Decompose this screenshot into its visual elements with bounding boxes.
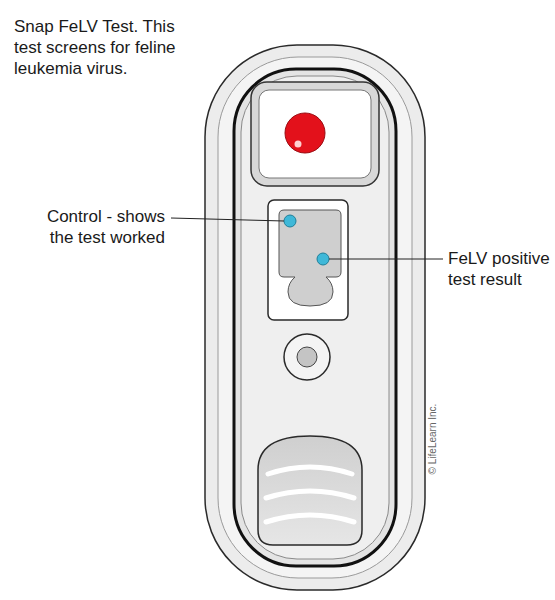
sample-well-frame — [251, 82, 379, 186]
leader-line — [329, 259, 443, 260]
copyright-note: © LifeLearn Inc. — [427, 404, 439, 475]
positive-spot — [317, 253, 329, 265]
grip-area — [258, 436, 362, 545]
activator-button — [297, 347, 317, 367]
activator-ring — [284, 334, 330, 380]
leader-line — [171, 218, 284, 221]
sample-drop — [285, 113, 325, 153]
sample-well — [259, 90, 371, 178]
result-window-frame — [268, 200, 348, 320]
housing-face — [241, 76, 389, 559]
callout-label: Control - shows the test worked — [22, 206, 165, 248]
control-spot — [284, 215, 296, 227]
grip-ridge — [268, 467, 352, 474]
housing-rim — [218, 57, 412, 578]
drop-highlight — [295, 141, 302, 148]
callout-label: FeLV positive test result — [448, 248, 552, 290]
housing-outer — [205, 45, 425, 590]
result-window — [279, 210, 341, 306]
grip-ridge — [266, 491, 354, 498]
title-note: Snap FeLV Test. This test screens for fe… — [14, 16, 204, 79]
housing-inner — [234, 69, 396, 566]
grip-ridge — [266, 515, 354, 522]
